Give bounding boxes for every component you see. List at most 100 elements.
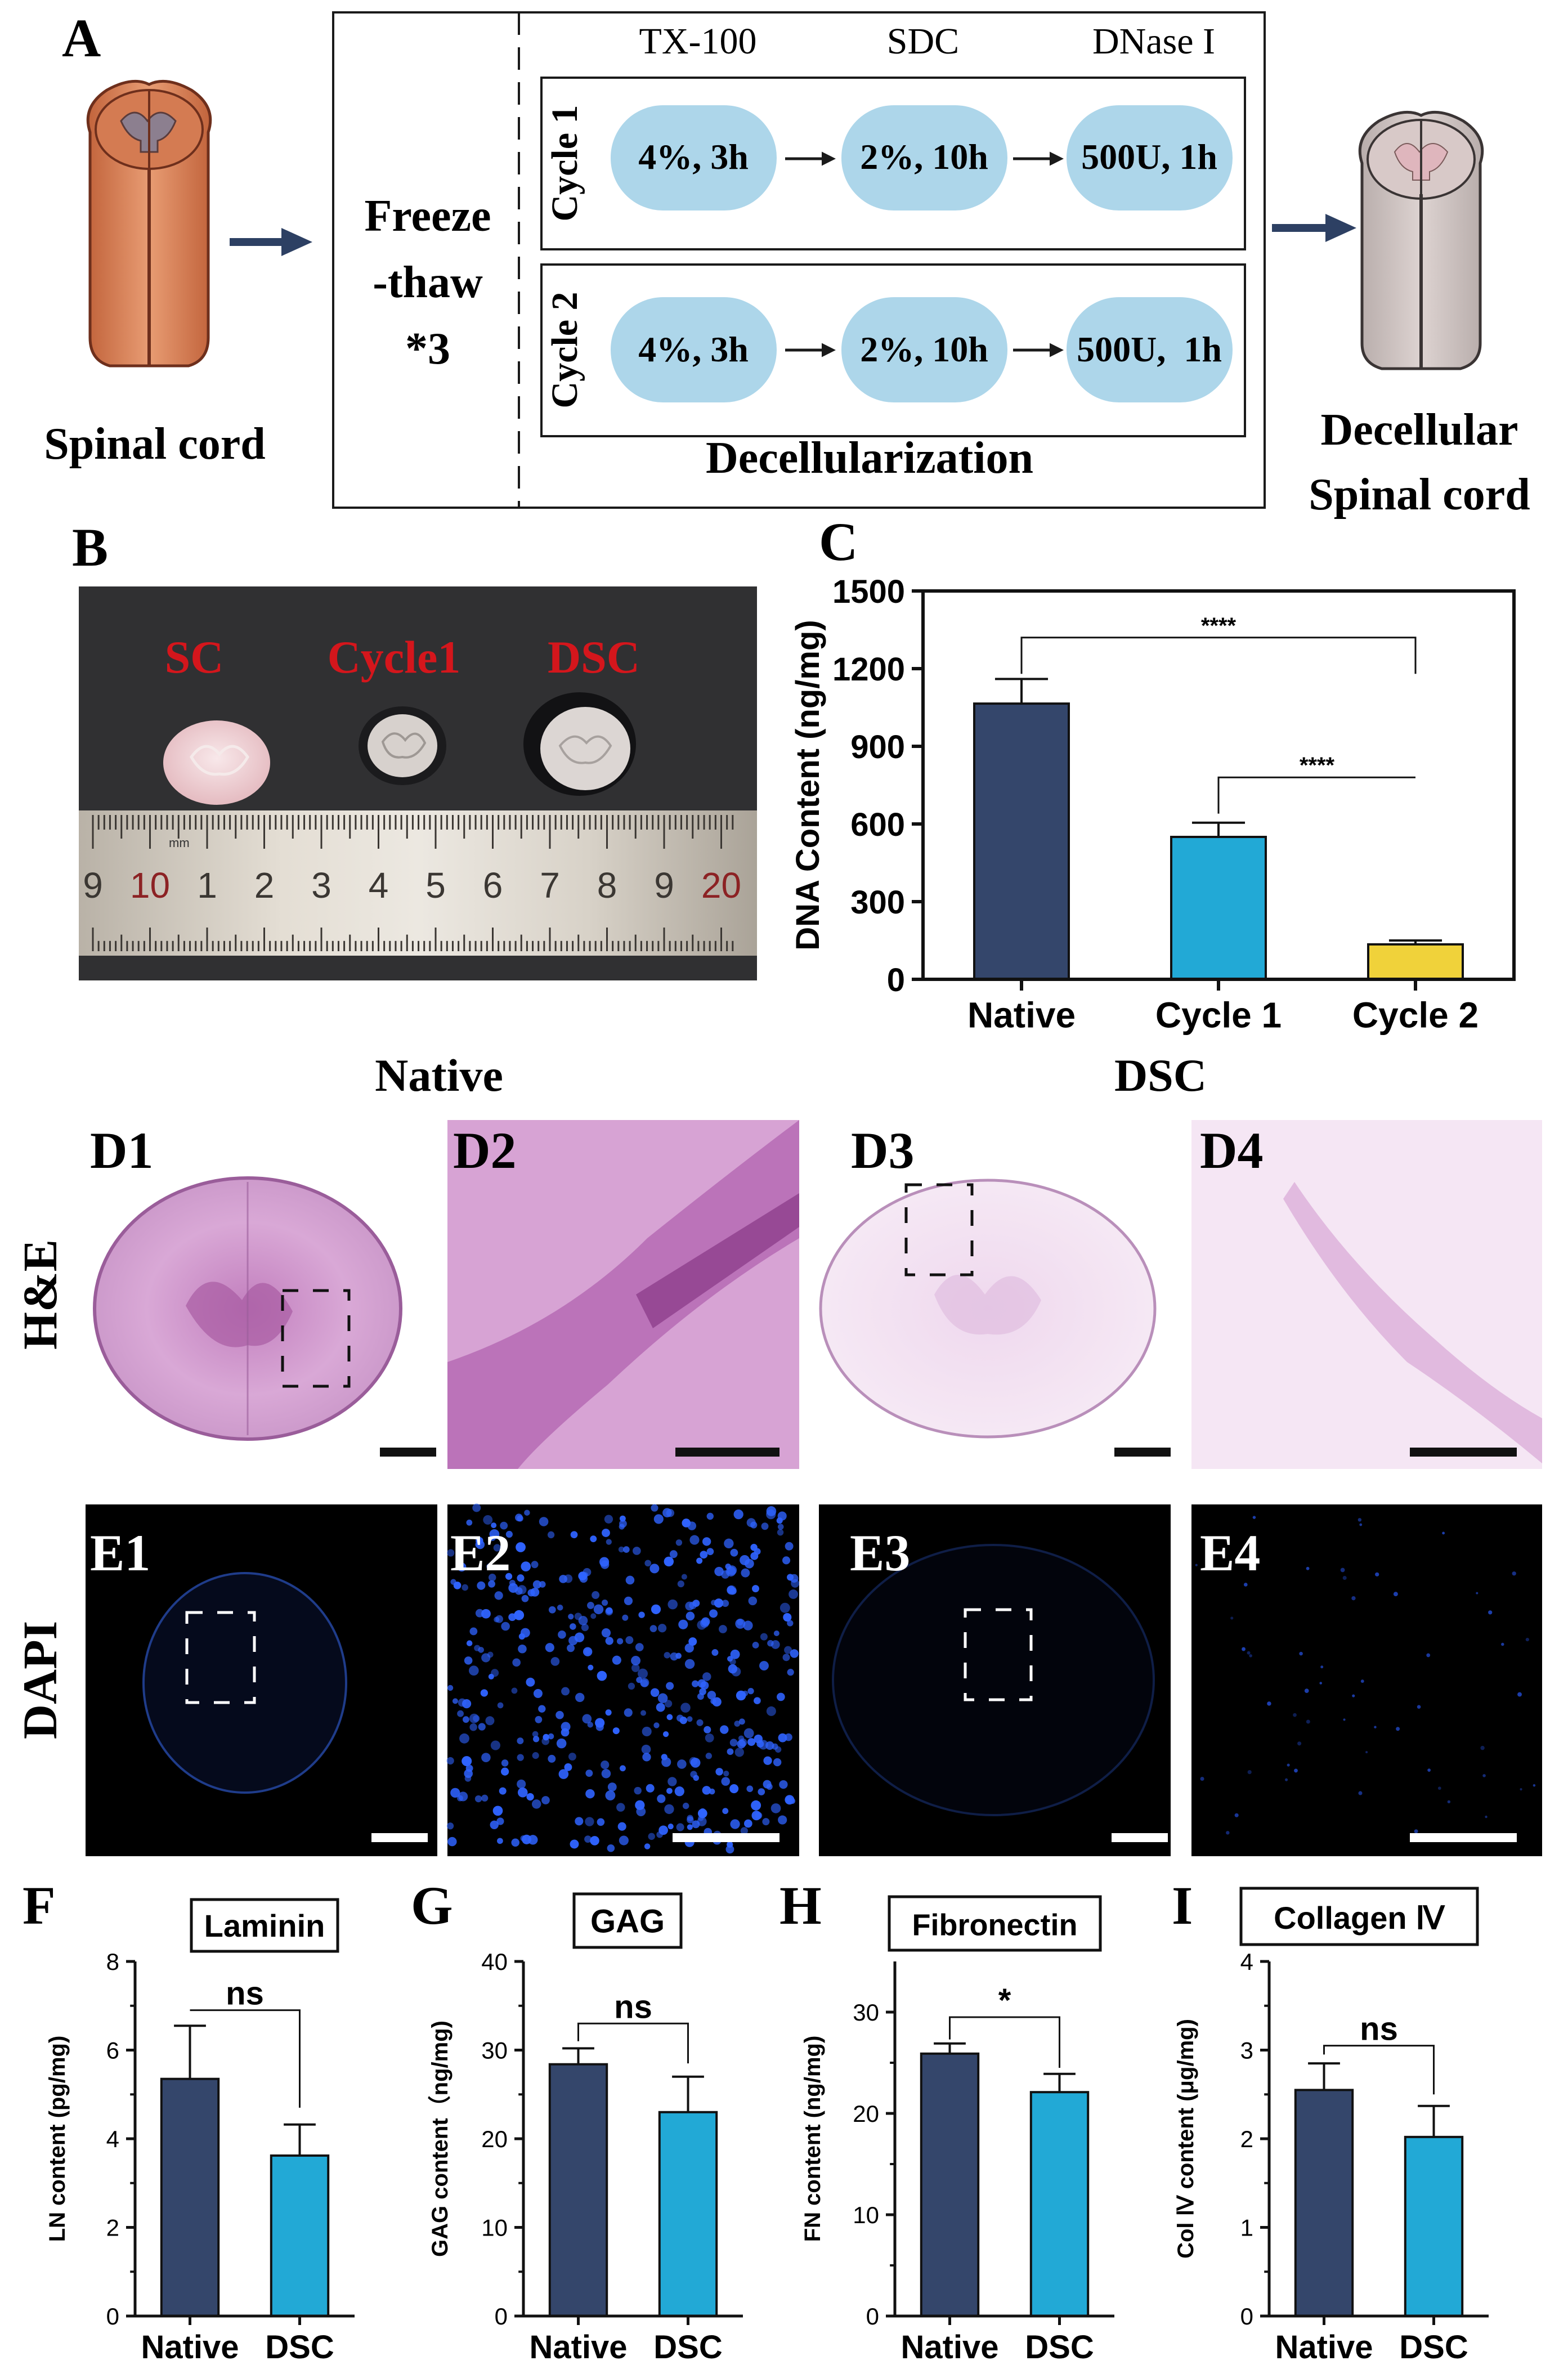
nucleus-dot xyxy=(1351,1596,1356,1601)
nucleus-dot xyxy=(697,1808,707,1818)
ruler-number: 7 xyxy=(540,865,560,906)
nucleus-dot xyxy=(1517,1692,1522,1697)
x-tick-label: Native xyxy=(529,2329,627,2366)
nucleus-dot xyxy=(602,1529,610,1537)
nucleus-dot xyxy=(543,1734,549,1741)
y-tick-label: 1500 xyxy=(832,574,905,610)
nucleus-dot xyxy=(487,1651,494,1658)
nucleus-dot xyxy=(758,1788,765,1795)
bar xyxy=(270,2154,330,2318)
nucleus-dot xyxy=(641,1744,651,1754)
nucleus-dot xyxy=(462,1584,468,1591)
bar xyxy=(1029,2091,1090,2317)
nucleus-dot xyxy=(446,1757,454,1765)
nucleus-dot xyxy=(446,1822,454,1830)
nucleus-dot xyxy=(667,1824,674,1830)
nucleus-dot xyxy=(508,1613,516,1622)
nucleus-dot xyxy=(612,1727,620,1735)
y-tick-label: 30 xyxy=(853,1999,879,2026)
nucleus-dot xyxy=(748,1596,758,1606)
nucleus-dot xyxy=(790,1649,799,1658)
nucleus-dot xyxy=(1342,1576,1347,1580)
nucleus-dot xyxy=(555,1710,564,1719)
nucleus-dot xyxy=(524,1509,530,1516)
nucleus-dot xyxy=(488,1580,495,1588)
nucleus-dot xyxy=(491,1669,499,1677)
nucleus-dot xyxy=(1230,1616,1234,1620)
nucleus-dot xyxy=(761,1522,769,1530)
slice-cycle1 xyxy=(368,714,437,777)
ruler-number: 4 xyxy=(369,865,389,906)
nucleus-dot xyxy=(1340,1567,1345,1573)
y-axis-label: LN content (pg/mg) xyxy=(45,2036,70,2242)
y-tick-label: 4 xyxy=(1240,1949,1253,1975)
decellularization-label: Decellularization xyxy=(706,433,1033,483)
nucleus-dot xyxy=(497,1838,503,1844)
nucleus-dot xyxy=(1533,1784,1536,1787)
nucleus-dot xyxy=(1525,1637,1529,1642)
e4-image xyxy=(1191,1504,1542,1856)
nucleus-dot xyxy=(656,1703,665,1712)
nucleus-dot xyxy=(606,1539,612,1545)
nucleus-dot xyxy=(505,1573,513,1580)
significance-bracket xyxy=(577,2022,689,2064)
nucleus-dot xyxy=(689,1757,698,1766)
y-tick-label: 1200 xyxy=(832,651,905,688)
nucleus-dot xyxy=(582,1714,592,1724)
chart-title-box xyxy=(1239,1887,1479,1946)
nucleus-dot xyxy=(773,1758,782,1767)
nucleus-dot xyxy=(521,1594,529,1602)
nucleus-dot xyxy=(636,1677,643,1683)
chart-title: GAG xyxy=(590,1903,665,1939)
nucleus-dot xyxy=(474,1795,482,1803)
significance-label: **** xyxy=(1300,753,1335,778)
nucleus-dot xyxy=(709,1788,715,1795)
nucleus-dot xyxy=(664,1804,674,1815)
significance-bracket xyxy=(1323,2045,1435,2095)
ruler-number: 1 xyxy=(197,865,217,906)
nucleus-dot xyxy=(727,1748,734,1755)
reagent-label-3: DNase I xyxy=(1092,21,1215,62)
nucleus-dot xyxy=(1234,1813,1239,1817)
panel-label-e4: E4 xyxy=(1200,1524,1260,1582)
nucleus-dot xyxy=(657,1693,668,1704)
nucleus-dot xyxy=(678,1619,688,1629)
e1-section xyxy=(142,1572,347,1794)
nucleus-dot xyxy=(605,1637,613,1645)
nucleus-dot xyxy=(676,1823,684,1831)
nucleus-dot xyxy=(725,1566,736,1577)
nucleus-dot xyxy=(490,1740,500,1750)
panel-letter-g: G xyxy=(411,1875,453,1936)
nucleus-dot xyxy=(730,1548,738,1557)
significance-label: ns xyxy=(1360,2011,1398,2048)
nucleus-dot xyxy=(547,1531,555,1539)
cycle-1-step-1 xyxy=(611,105,777,210)
nucleus-dot xyxy=(635,1800,645,1810)
nucleus-dot xyxy=(644,1843,651,1849)
nucleus-dot xyxy=(767,1640,774,1647)
nucleus-dot xyxy=(763,1756,772,1765)
nucleus-dot xyxy=(520,1628,530,1638)
nucleus-dot xyxy=(733,1509,743,1520)
e1-inset-box xyxy=(185,1611,256,1704)
nucleus-dot xyxy=(531,1799,541,1809)
nucleus-dot xyxy=(508,1583,518,1593)
nucleus-dot xyxy=(740,1555,750,1565)
nucleus-dot xyxy=(538,1705,546,1713)
x-tick-label: DSC xyxy=(1025,2329,1094,2366)
nucleus-dot xyxy=(466,1519,473,1526)
nucleus-dot xyxy=(787,1669,794,1676)
nucleus-dot xyxy=(533,1688,543,1698)
nucleus-dot xyxy=(548,1754,556,1763)
nucleus-dot xyxy=(638,1611,645,1618)
nucleus-dot xyxy=(514,1610,525,1620)
nucleus-dot xyxy=(1343,1718,1346,1721)
nucleus-dot xyxy=(705,1753,712,1759)
decellular-cord-illustration xyxy=(1358,110,1484,370)
nucleus-dot xyxy=(616,1803,625,1812)
arrow-in-head-icon xyxy=(281,228,312,256)
spinal-cord-illustration xyxy=(86,79,212,368)
nucleus-dot xyxy=(619,1835,629,1846)
nucleus-dot xyxy=(729,1784,739,1794)
